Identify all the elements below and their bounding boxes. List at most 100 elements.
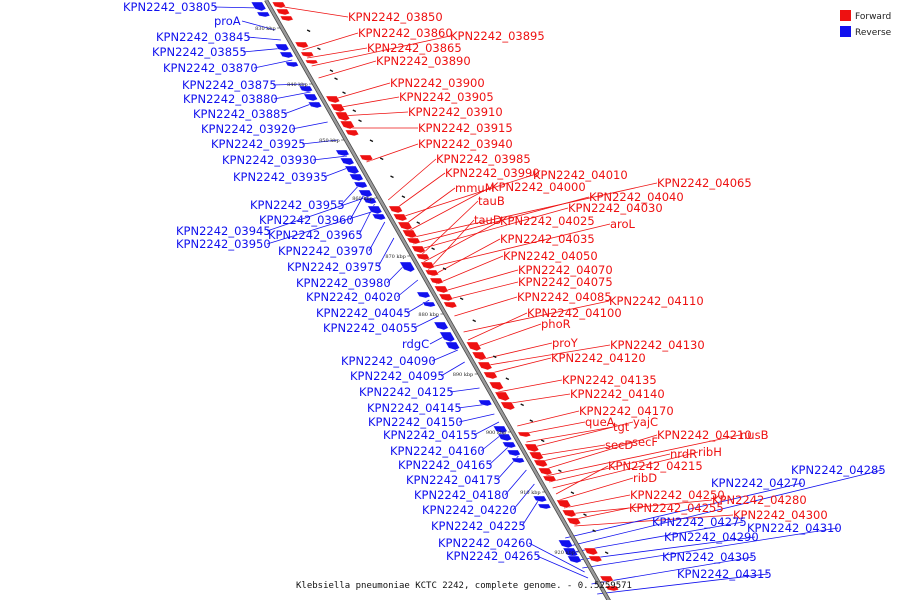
forward-gene <box>583 547 599 556</box>
leader-line <box>440 269 519 293</box>
leader-line <box>440 361 465 377</box>
forward-gene <box>542 475 557 483</box>
feature-tick <box>570 491 575 495</box>
gene-label: tgt <box>613 420 630 434</box>
forward-gene <box>275 8 291 16</box>
gene-label: KPN2242_03910 <box>408 105 503 119</box>
gene-label: KPN2242_03905 <box>399 90 494 104</box>
leader-line <box>366 143 419 163</box>
gene-label: KPN2242_04120 <box>551 351 646 365</box>
scale-tick-label: 860 kbp <box>352 196 373 202</box>
leader-line <box>402 187 456 227</box>
forward-gene <box>517 431 532 438</box>
leader-line <box>545 434 741 477</box>
leader-line <box>482 344 611 367</box>
leader-line <box>537 441 633 463</box>
leader-line <box>467 312 528 341</box>
gene-label: KPN2242_04140 <box>570 387 665 401</box>
gene-label: KPN2242_04215 <box>608 459 703 473</box>
gene-label: KPN2242_03925 <box>211 137 306 151</box>
gene-label: KPN2242_03930 <box>222 153 317 167</box>
feature-tick <box>317 47 321 51</box>
leader-line <box>472 323 542 349</box>
gene-label: KPN2242_04290 <box>664 530 759 544</box>
leader-line <box>458 413 495 423</box>
feature-tick <box>431 247 435 251</box>
forward-gene <box>304 59 319 65</box>
gene-label: KPN2242_04030 <box>568 201 663 215</box>
scale-tick-label: 890 kbp <box>453 372 474 378</box>
gene-label: KPN2242_04095 <box>350 369 445 383</box>
gene-label: KPN2242_04180 <box>414 488 509 502</box>
gene-label: KPN2242_04100 <box>527 306 622 320</box>
reverse-gene <box>478 399 493 407</box>
gene-label: ribD <box>633 471 657 485</box>
leader-line <box>318 60 377 79</box>
gene-features <box>250 1 620 592</box>
gene-label: KPN2242_03920 <box>201 122 296 136</box>
forward-gene <box>599 575 614 583</box>
gene-label: KPN2242_03915 <box>418 121 513 135</box>
forward-gene <box>488 381 504 391</box>
gene-label: KPN2242_04000 <box>491 180 586 194</box>
feature-tick <box>529 419 534 423</box>
leader-line <box>273 91 311 100</box>
reverse-gene <box>358 189 373 198</box>
gene-label: KPN2242_04250 <box>630 488 725 502</box>
reverse-gene <box>439 331 456 343</box>
leader-line <box>473 421 500 436</box>
gene-label: KPN2242_03865 <box>367 41 462 55</box>
gene-label: KPN2242_03860 <box>358 26 453 40</box>
leader-line <box>423 220 501 263</box>
gene-label: KPN2242_03890 <box>376 54 471 68</box>
leader-line <box>246 36 281 41</box>
leader-line <box>488 443 512 466</box>
gene-label: KPN2242_03875 <box>182 78 277 92</box>
leader-line <box>272 83 306 86</box>
legend-reverse-swatch <box>840 26 851 37</box>
leader-line <box>504 469 527 496</box>
leader-line <box>542 434 658 471</box>
gene-label: KPN2242_03880 <box>183 92 278 106</box>
feature-tick <box>369 139 374 143</box>
forward-gene <box>415 253 430 261</box>
forward-gene <box>443 301 458 309</box>
gene-label: ribH <box>698 445 722 459</box>
forward-gene <box>483 371 498 380</box>
gene-label: KPN2242_04315 <box>677 567 772 581</box>
scale-tick-label: 920 kbp <box>554 550 575 556</box>
gene-label: KPN2242_04265 <box>446 549 541 563</box>
leader-line <box>416 207 569 251</box>
feature-tick <box>329 69 334 73</box>
forward-gene <box>330 103 346 113</box>
leader-line <box>377 237 395 268</box>
leader-line <box>291 121 328 130</box>
gene-label: KPN2242_04155 <box>383 428 478 442</box>
gene-label: KPN2242_04035 <box>500 232 595 246</box>
leader-line <box>398 174 534 219</box>
gene-label: KPN2242_04125 <box>359 385 454 399</box>
gene-label: KPN2242_04275 <box>652 515 747 529</box>
leader-line <box>445 281 519 301</box>
leader-line <box>521 421 586 435</box>
forward-gene <box>334 111 351 122</box>
gene-label: KPN2242_04110 <box>609 294 704 308</box>
gene-label: KPN2242_03975 <box>287 260 382 274</box>
forward-gene <box>325 95 341 104</box>
leader-line <box>427 219 475 271</box>
leader-line <box>577 536 756 561</box>
feature-tick <box>505 377 510 381</box>
leader-line <box>311 35 451 67</box>
gene-label: rdgC <box>402 337 429 351</box>
gene-label: KPN2242_04160 <box>390 444 485 458</box>
legend-reverse-label: Reverse <box>855 28 892 38</box>
scale-tick-label: 870 kbp <box>385 254 406 260</box>
gene-label: KPN2242_04130 <box>610 338 705 352</box>
label-leader-lines <box>213 5 883 595</box>
gene-label: KPN2242_03805 <box>123 0 218 14</box>
gene-label: KPN2242_04210 <box>657 428 752 442</box>
gene-label: KPN2242_03850 <box>348 10 443 24</box>
leader-line <box>387 158 437 201</box>
gene-label: KPN2242_04010 <box>533 168 628 182</box>
